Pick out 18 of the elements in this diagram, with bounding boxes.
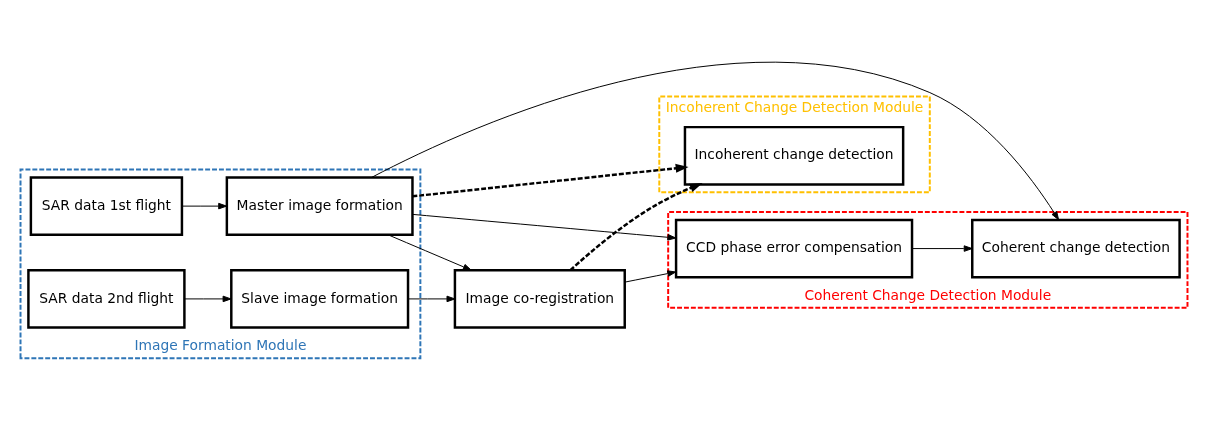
node-box: Coherent change detection [971,218,1181,278]
node-box: SAR data 1st flight [29,175,184,236]
node-box: CCD phase error compensation [674,218,914,278]
arrow [911,244,973,252]
node-box: Image co-registration [453,268,626,329]
arrow [407,295,456,302]
arrow [569,182,703,271]
node-box: Slave image formation [230,268,410,329]
arrow [371,61,1060,220]
arrow [181,202,228,209]
arrow [412,163,689,198]
node-box: SAR data 2nd flight [27,268,186,329]
node-box: Master image formation [225,175,414,236]
arrow [184,295,232,302]
arrow [624,269,677,283]
node-box: Incoherent change detection [683,125,905,186]
arrow [387,233,472,271]
arrow [412,213,677,241]
